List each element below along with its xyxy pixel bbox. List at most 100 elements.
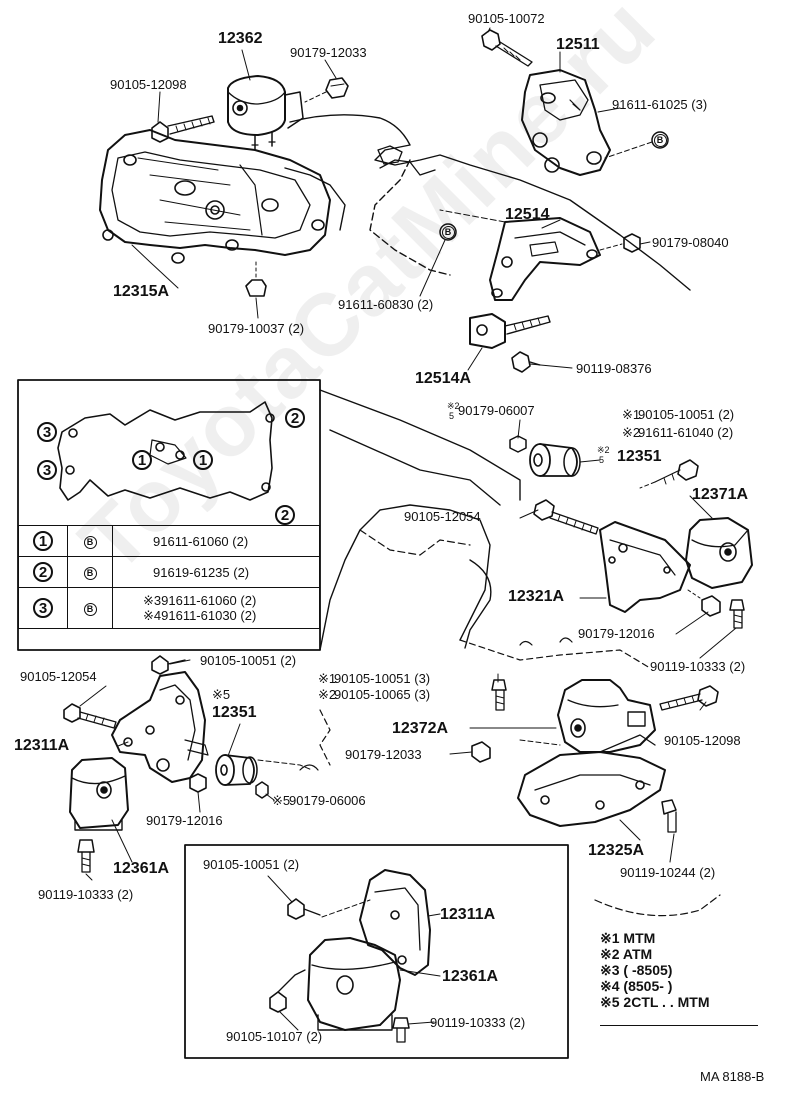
nut-90179-12033-mid [471,741,491,763]
legend-row: ※3 ( -8505) [600,962,673,978]
table-parts-2: 91619-61235 (2) [112,556,320,588]
label-12372A: 12372A [392,720,449,737]
bolt-90105-12054-mid [533,499,599,535]
label-12514: 12514 [505,206,550,223]
label-90105-12098-right: 90105-12098 [664,733,741,748]
bracket-12511 [521,69,611,176]
callout-2-b: 2 [275,505,295,525]
legend-row: ※2 ATM [600,946,653,962]
nut-90179-12016-right [687,589,721,617]
callout-1-b: 1 [193,450,213,470]
inset-box [17,379,321,651]
bolt-90119-10333-left [77,839,95,873]
cushion-12361A-left [69,757,129,831]
label-12361A-inset: 12361A [442,968,499,985]
label-90119-10333-inset: 90119-10333 (2) [430,1015,526,1030]
table-row: 3 B ※391611-61060 (2) ※491611-61030 (2) [18,587,320,629]
label-90119-10244: 90119-10244 (2) [620,865,716,880]
label-91611-61025: 91611-61025 (3) [612,97,708,112]
label-90179-12033-mid: 90179-12033 [345,747,422,762]
mount-12514A [469,313,551,349]
bolt-90105-10051-left [151,655,186,675]
bolt-90105-12098-right [659,685,719,711]
mark-1-mid: ※1 [318,671,337,686]
bolt-90119-10244 [661,799,677,833]
callout-2-a: 2 [285,408,305,428]
label-90105-10065: 90105-10065 (3) [334,687,431,702]
callout-3-b: 3 [37,460,57,480]
bolt-90105-10072 [481,29,533,67]
label-12351-left: 12351 [212,704,257,721]
bracket-12514 [439,209,601,301]
bottom-inset-box [184,844,569,1059]
transmission-body [319,389,721,917]
mark-2-5-b: 5 [449,411,455,421]
label-90179-08040: 90179-08040 [652,235,729,250]
label-91611-60830: 91611-60830 (2) [338,297,434,312]
nut-90179-10037 [245,261,267,297]
inset-parts-table: 1 B 91611-61060 (2) 2 B 91619-61235 (2) … [18,525,320,629]
bolt-90105-10051-3 [491,679,507,711]
label-90119-10333-right: 90119-10333 (2) [650,659,746,674]
bolt-90119-08376 [511,351,541,373]
bolt-90105-12054-left [63,703,117,729]
label-12514A: 12514A [415,370,472,387]
table-callout-2: 2 [33,562,53,582]
callout-1-a: 1 [132,450,152,470]
bolt-90105-12098-top [151,115,215,143]
table-parts-3b: ※491611-61030 (2) [143,608,257,623]
label-12311A-left: 12311A [14,737,70,754]
label-90105-12054-left: 90105-12054 [20,669,97,684]
label-12511: 12511 [556,36,600,53]
table-parts-3a: ※391611-61060 (2) [143,593,257,608]
mark-2-5-c: ※2 [597,445,610,455]
engine-mount-plate-12315A [99,129,346,264]
label-12371A: 12371A [692,486,749,503]
table-parts-1: 91611-61060 (2) [112,525,320,557]
label-90105-10051-left: 90105-10051 (2) [200,653,297,668]
bolt-91611-61025 [604,131,669,159]
label-12315A: 12315A [113,283,170,300]
nut-90179-12016-left [189,773,207,793]
label-90119-08376: 90119-08376 [576,361,652,376]
callout-3-a: 3 [37,422,57,442]
nut-90179-12033-top [304,77,349,103]
mark-2-5-d: 5 [599,455,605,465]
label-91611-61040: 91611-61040 (2) [638,425,734,440]
label-12321A: 12321A [508,588,565,605]
label-90105-10107: 90105-10107 (2) [226,1029,323,1044]
label-90105-12054-mid: 90105-12054 [404,509,481,524]
label-12325A: 12325A [588,842,645,859]
table-callout-3: 3 [33,598,53,618]
label-90179-10037: 90179-10037 (2) [208,321,305,336]
label-90105-10051-inset: 90105-10051 (2) [203,857,300,872]
legend-underline [600,1025,758,1026]
cushion-12372A [557,679,656,753]
table-row: 1 B 91611-61060 (2) [18,525,320,557]
label-90179-12033-top: 90179-12033 [290,45,367,60]
label-90179-06007: 90179-06007 [458,403,535,418]
label-90119-10333-left: 90119-10333 (2) [38,887,134,902]
label-90105-10051-a: 90105-10051 (2) [638,407,735,422]
label-12311A-inset: 12311A [440,906,496,923]
mark-5-left: ※5 [212,687,231,702]
label-12351-top: 12351 [617,448,662,465]
cushion-12351-left [215,754,319,786]
bolt-90119-10333-right [729,599,745,629]
engine-mount-12362 [227,75,304,151]
label-90179-06006: 90179-06006 [289,793,366,808]
table-code-2: B [83,566,97,580]
label-90179-12016-right: 90179-12016 [578,626,655,641]
legend-row: ※4 (8505- ) [600,978,673,994]
label-90105-10072: 90105-10072 [468,11,545,26]
figure-code: MA 8188-B [700,1069,765,1084]
table-row: 2 B 91619-61235 (2) [18,556,320,588]
legend-row: ※5 2CTL . . MTM [600,994,710,1010]
label-90105-10051-3: 90105-10051 (3) [334,671,431,686]
mark-2-5-a: ※2 [447,401,460,411]
leader-lines [79,27,737,1031]
nut-90179-08040 [599,233,641,253]
table-callout-1: 1 [33,531,53,551]
